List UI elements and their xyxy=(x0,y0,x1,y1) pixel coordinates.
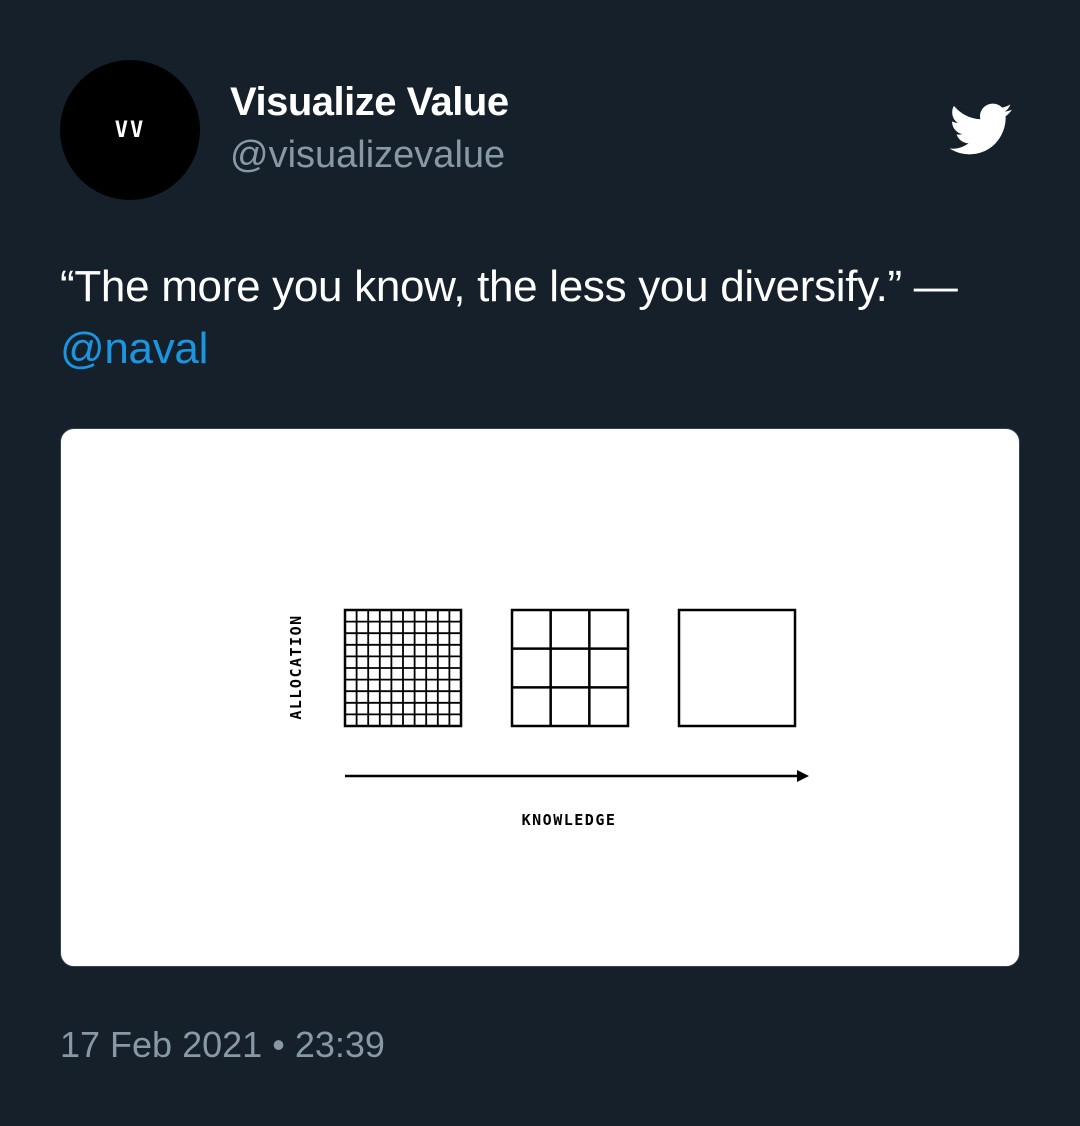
mention-link[interactable]: @naval xyxy=(60,324,209,373)
allocation-axis-label: ALLOCATION xyxy=(287,614,305,719)
grid-1x1 xyxy=(677,608,797,728)
author-handle[interactable]: @visualizevalue xyxy=(230,134,506,176)
grid-border xyxy=(510,608,630,728)
tweet-text: “The more you know, the less you diversi… xyxy=(60,256,1020,380)
grid-3x3 xyxy=(510,608,630,728)
avatar[interactable]: VV xyxy=(60,60,200,200)
tweet-media-image[interactable]: ALLOCATION KNOWLEDGE xyxy=(60,428,1020,967)
timestamp-separator: • xyxy=(272,1024,285,1065)
allocation-grids xyxy=(343,608,797,728)
grid-10x10 xyxy=(343,608,463,728)
knowledge-axis-label: KNOWLEDGE xyxy=(522,811,617,829)
knowledge-allocation-diagram: ALLOCATION KNOWLEDGE xyxy=(287,608,809,829)
tweet-date: 17 Feb 2021 xyxy=(60,1024,263,1065)
avatar-logo-text: VV xyxy=(114,117,146,143)
knowledge-axis-arrowhead xyxy=(797,770,809,782)
tweet-quote: “The more you know, the less you diversi… xyxy=(60,262,958,311)
tweet-time: 23:39 xyxy=(294,1024,385,1065)
tweet-timestamp[interactable]: 17 Feb 2021 • 23:39 xyxy=(60,1024,385,1066)
grid-border xyxy=(677,608,797,728)
author-display-name[interactable]: Visualize Value xyxy=(230,80,509,124)
twitter-bird-icon[interactable] xyxy=(940,96,1020,162)
